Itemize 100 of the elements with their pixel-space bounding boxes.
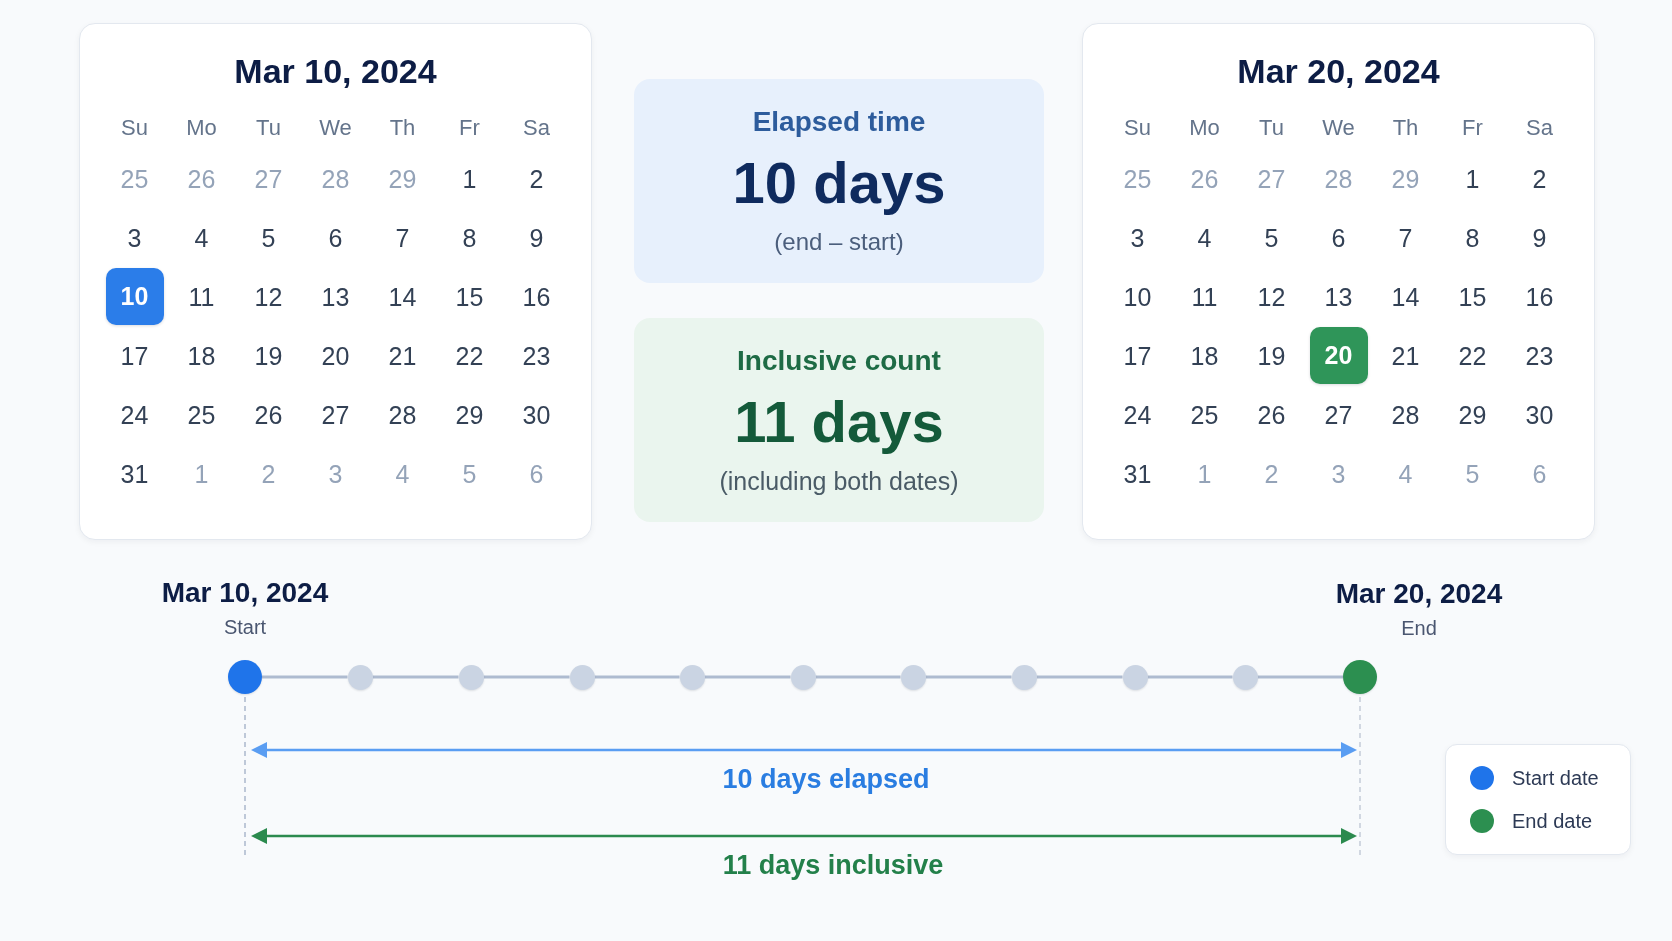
big-number: 11 days bbox=[734, 390, 944, 454]
day-number: 6 bbox=[1532, 458, 1547, 489]
day-number: 5 bbox=[1264, 222, 1279, 253]
day-number: 30 bbox=[1525, 399, 1554, 430]
day-number: 3 bbox=[1331, 458, 1346, 489]
day-number: 29 bbox=[388, 163, 417, 194]
day-number: 4 bbox=[194, 222, 209, 253]
day-number: 14 bbox=[1391, 281, 1420, 312]
day-number: 1 bbox=[1465, 163, 1480, 194]
day-number: 27 bbox=[1324, 399, 1353, 430]
day-number: 6 bbox=[529, 458, 544, 489]
timeline-date: Mar 20, 2024 bbox=[1335, 577, 1503, 611]
day-number: 22 bbox=[455, 340, 484, 371]
day-number: 1 bbox=[1197, 458, 1212, 489]
day-number: 12 bbox=[254, 281, 283, 312]
timeline-segment bbox=[1147, 675, 1233, 679]
weekday-label: Mo bbox=[186, 115, 217, 141]
day-number: 11 bbox=[188, 281, 215, 312]
card-heading: Elapsed time bbox=[752, 105, 926, 139]
weekday-label: Su bbox=[1124, 115, 1151, 141]
day-number: 25 bbox=[187, 399, 216, 430]
card-note: (including both dates) bbox=[719, 466, 959, 496]
day-number: 21 bbox=[1391, 340, 1420, 371]
day-number: 25 bbox=[1190, 399, 1219, 430]
day-number: 7 bbox=[1398, 222, 1413, 253]
day-number: 4 bbox=[1398, 458, 1413, 489]
day-number: 9 bbox=[529, 222, 544, 253]
weekday-label: Fr bbox=[1462, 115, 1483, 141]
day-number: 13 bbox=[1324, 281, 1353, 312]
calendar-title: Mar 20, 2024 bbox=[1237, 52, 1440, 90]
timeline-segment bbox=[815, 675, 901, 679]
timeline-segment bbox=[262, 675, 348, 679]
day-number: 25 bbox=[1123, 163, 1152, 194]
day-number: 29 bbox=[455, 399, 484, 430]
timeline-segment bbox=[594, 675, 680, 679]
day-number: 8 bbox=[462, 222, 477, 253]
day-number: 20 bbox=[321, 340, 350, 371]
day-number: 23 bbox=[1525, 340, 1554, 371]
day-number: 2 bbox=[529, 163, 544, 194]
legend-label: End date bbox=[1512, 809, 1593, 833]
weekday-label: Mo bbox=[1189, 115, 1220, 141]
day-number: 28 bbox=[1324, 163, 1353, 194]
timeline-date: Mar 10, 2024 bbox=[161, 576, 329, 610]
card-note: (end – start) bbox=[774, 227, 904, 257]
weekday-label: Tu bbox=[1259, 115, 1284, 141]
day-number: 24 bbox=[120, 399, 149, 430]
day-number: 19 bbox=[1257, 340, 1286, 371]
weekday-label: Sa bbox=[1526, 115, 1553, 141]
day-number: 27 bbox=[1257, 163, 1286, 194]
day-number: 26 bbox=[254, 399, 283, 430]
timeline-caption: End bbox=[1401, 616, 1437, 641]
day-number: 4 bbox=[1197, 222, 1212, 253]
day-number: 15 bbox=[455, 281, 484, 312]
timeline-segment bbox=[925, 675, 1012, 679]
day-number: 17 bbox=[1123, 340, 1152, 371]
day-number: 28 bbox=[1391, 399, 1420, 430]
day-number: 2 bbox=[261, 458, 276, 489]
timeline-segment bbox=[372, 675, 459, 679]
big-number: 10 days bbox=[732, 151, 946, 215]
weekday-label: Tu bbox=[256, 115, 281, 141]
day-number: 26 bbox=[187, 163, 216, 194]
selected-day: 10 bbox=[105, 268, 164, 325]
day-number: 10 bbox=[1123, 281, 1152, 312]
day-number: 5 bbox=[1465, 458, 1480, 489]
day-number: 6 bbox=[328, 222, 343, 253]
timeline-caption: Start bbox=[223, 615, 267, 640]
weekday-label: We bbox=[1322, 115, 1355, 141]
weekday-label: Sa bbox=[523, 115, 550, 141]
dimension-label: 11 days inclusive bbox=[722, 849, 944, 881]
timeline-segment bbox=[1036, 675, 1123, 679]
day-number: 2 bbox=[1264, 458, 1279, 489]
day-number: 27 bbox=[321, 399, 350, 430]
day-number: 13 bbox=[321, 281, 350, 312]
legend-label: Start date bbox=[1512, 766, 1599, 790]
weekday-label: We bbox=[319, 115, 352, 141]
day-number: 8 bbox=[1465, 222, 1480, 253]
dimension-label: 10 days elapsed bbox=[722, 763, 930, 795]
calendar-card bbox=[79, 23, 592, 540]
timeline-segment bbox=[483, 675, 570, 679]
day-number: 15 bbox=[1458, 281, 1487, 312]
calendar-title: Mar 10, 2024 bbox=[234, 52, 437, 90]
day-number: 21 bbox=[388, 340, 417, 371]
day-number: 4 bbox=[395, 458, 410, 489]
day-number: 16 bbox=[522, 281, 551, 312]
day-number: 19 bbox=[254, 340, 283, 371]
day-number: 11 bbox=[1191, 281, 1218, 312]
day-number: 6 bbox=[1331, 222, 1346, 253]
day-number: 3 bbox=[1130, 222, 1145, 253]
day-number: 30 bbox=[522, 399, 551, 430]
day-number: 17 bbox=[120, 340, 149, 371]
day-number: 14 bbox=[388, 281, 417, 312]
day-number: 28 bbox=[388, 399, 417, 430]
day-number: 29 bbox=[1458, 399, 1487, 430]
day-number: 27 bbox=[254, 163, 283, 194]
card-heading: Inclusive count bbox=[737, 344, 941, 378]
weekday-label: Th bbox=[389, 115, 416, 141]
day-number: 5 bbox=[261, 222, 276, 253]
day-number: 16 bbox=[1525, 281, 1554, 312]
timeline-segment bbox=[704, 675, 791, 679]
day-number: 31 bbox=[120, 458, 149, 489]
